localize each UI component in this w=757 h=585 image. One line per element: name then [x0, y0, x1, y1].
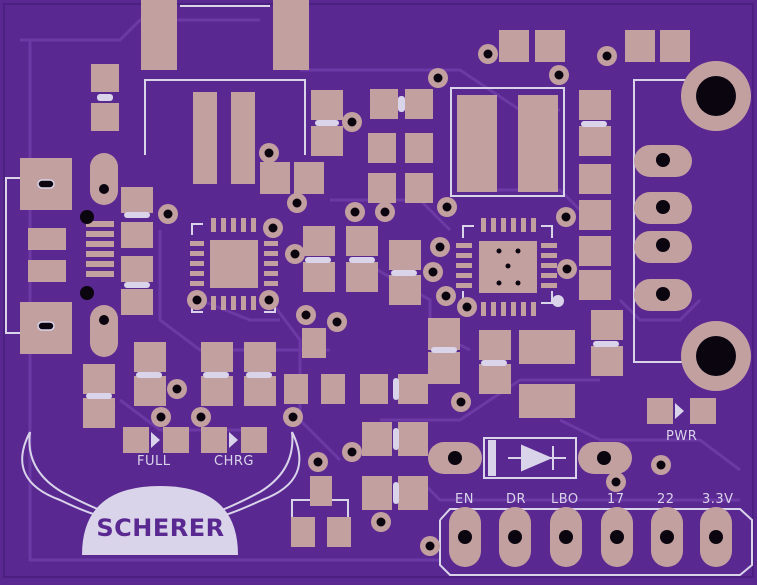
led-label-power: PWR [666, 429, 698, 444]
scherer-logo [21, 431, 301, 555]
header-pin-label-0: EN [455, 492, 474, 507]
header-pin-label-3: 17 [607, 492, 625, 507]
header-pin-label-5: 3.3V [702, 492, 734, 507]
copper-pads [20, 0, 751, 567]
led-label-charge: CHRG [214, 454, 254, 469]
silk-marks [86, 94, 684, 504]
header-pin-label-1: DR [506, 492, 527, 507]
header-pin-label-4: 22 [657, 492, 675, 507]
header-pin-label-2: LBO [551, 492, 579, 507]
logo-text: SCHERER [96, 514, 225, 542]
drill-holes [38, 49, 736, 551]
silkscreen [5, 5, 753, 576]
led-label-full: FULL [137, 454, 171, 469]
